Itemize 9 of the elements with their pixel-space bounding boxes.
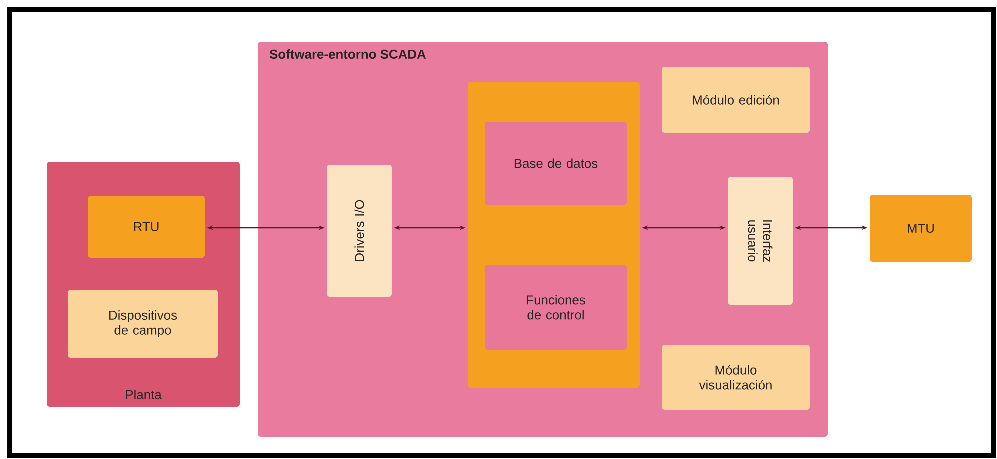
- process-box: RTU: [88, 196, 205, 258]
- process-box: MTU: [870, 195, 972, 262]
- process-box: Base de datos: [485, 122, 627, 205]
- process-box: Módulo edición: [662, 67, 810, 133]
- process-box: Módulo visualización: [662, 345, 810, 410]
- process-box: Interfaz usuario: [728, 177, 793, 305]
- process-box: Funciones de control: [485, 265, 627, 350]
- process-box: Dispositivos de campo: [68, 290, 218, 358]
- process-box: Drivers I/O: [327, 165, 392, 297]
